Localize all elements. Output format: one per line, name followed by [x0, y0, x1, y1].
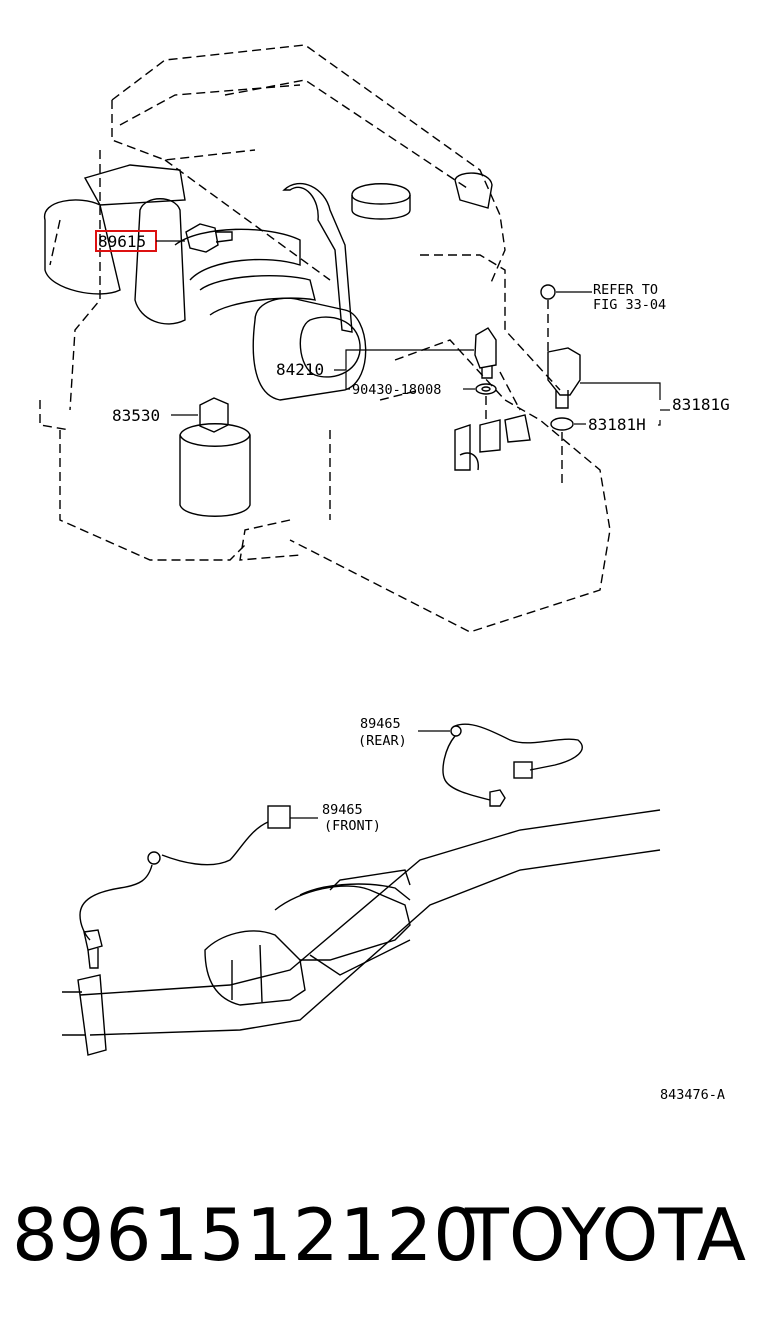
label-83181g: 83181G: [672, 395, 730, 414]
refer-line1: REFER TO: [593, 282, 658, 298]
label-90430: 90430-18008: [352, 382, 441, 398]
label-84210: 84210: [276, 360, 324, 379]
label-89465-front: 89465: [322, 802, 363, 818]
part-83181h[interactable]: 83181H: [550, 415, 661, 488]
label-rear: (REAR): [358, 733, 407, 749]
o2-sensor-rear-89465[interactable]: 89465 (REAR): [358, 716, 583, 807]
coolant-temp-sensor-89615[interactable]: 89615: [95, 223, 233, 253]
label-front: (FRONT): [324, 818, 381, 834]
o2-sensor-front-89465[interactable]: 89465 (FRONT): [79, 802, 381, 969]
part-83530[interactable]: 83530: [112, 397, 229, 433]
part-90430-18008[interactable]: 90430-18008: [345, 371, 521, 420]
engine-assembly-drawing: [39, 44, 611, 633]
part-83181g[interactable]: 83181G: [547, 347, 730, 414]
part-caption: 8961512120 TOYOTA: [0, 1185, 760, 1295]
label-83530: 83530: [112, 406, 160, 425]
label-83181h: 83181H: [588, 415, 646, 434]
label-89465-rear: 89465: [360, 716, 401, 732]
figure-id: 843476-A: [660, 1087, 725, 1103]
refer-line2: FIG 33-04: [593, 297, 666, 313]
reference-note: REFER TO FIG 33-04: [540, 282, 666, 355]
exhaust-assembly-drawing: [62, 809, 661, 1056]
label-89615: 89615: [98, 232, 146, 251]
part-number: 8961512120: [12, 1193, 481, 1277]
brand-name: TOYOTA: [464, 1193, 746, 1277]
part-84210[interactable]: 84210: [276, 327, 497, 379]
parts-diagram: 89615 REFER TO FIG 33-04 84210 90430-180…: [39, 44, 730, 1103]
